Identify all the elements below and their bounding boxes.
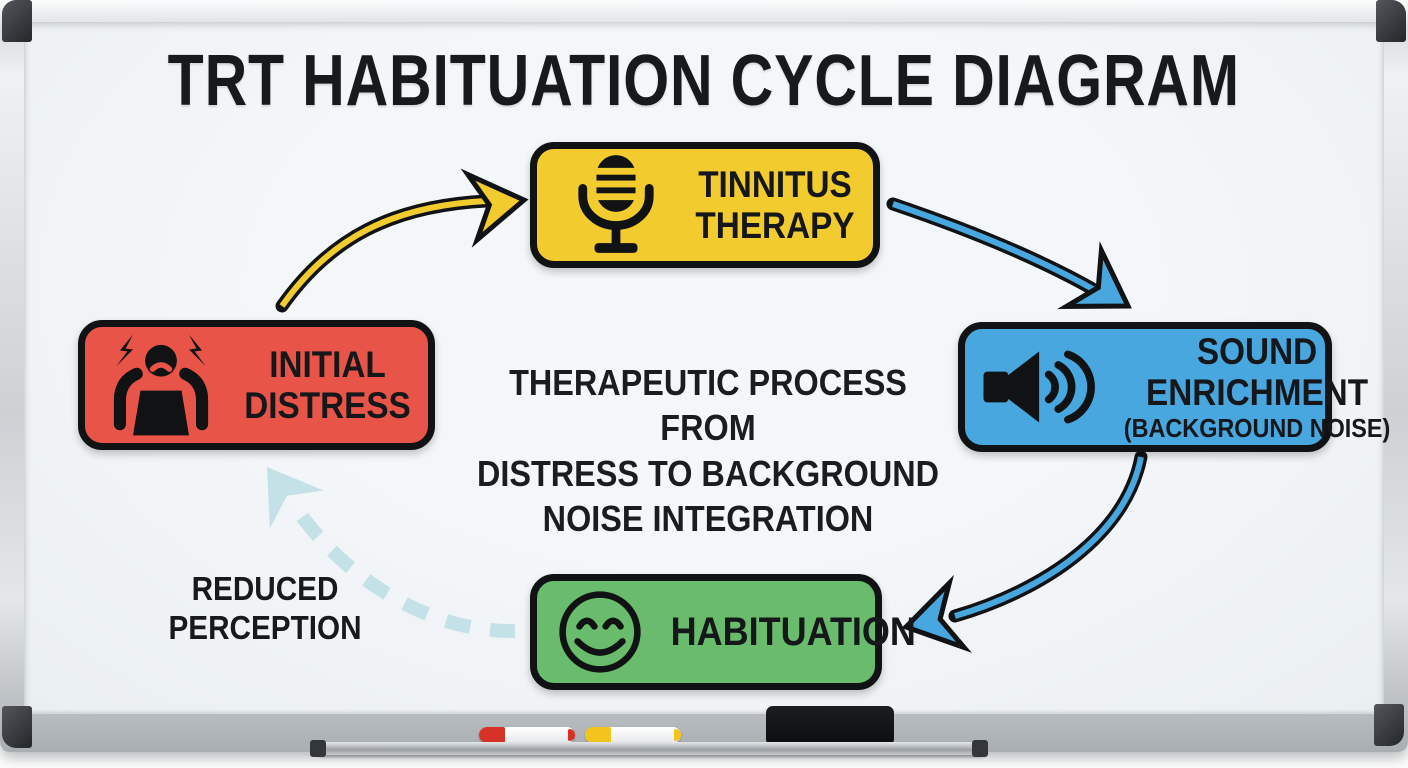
whiteboard-eraser — [766, 706, 894, 746]
node-label: HABITUATION — [670, 609, 916, 654]
tray-end-cap — [310, 740, 326, 757]
node-sound-enrichment: SOUND ENRICHMENT (BACKGROUND NOISE) — [958, 322, 1390, 452]
page-title: TRT HABITUATION CYCLE DIAGRAM — [167, 41, 1241, 121]
node-tinnitus-therapy: TINNITUS THERAPY — [530, 142, 880, 268]
frame-corner-cap — [1374, 704, 1404, 746]
marker-tip — [568, 729, 575, 741]
node-habituation: HABITUATION — [530, 574, 916, 690]
center-note-line: DISTRESS TO BACKGROUND — [476, 452, 940, 494]
node-label: TINNITUS THERAPY — [695, 163, 855, 246]
center-note-line: NOISE INTEGRATION — [542, 498, 874, 540]
node-label: SOUND ENRICHMENT (BACKGROUND NOISE) — [1123, 331, 1391, 443]
speaker-icon — [983, 350, 1095, 424]
microphone-icon — [578, 155, 654, 253]
marker-tray-rail — [316, 742, 986, 755]
node-initial-distress: INITIAL DISTRESS — [78, 320, 435, 450]
yellow-marker — [585, 727, 681, 743]
marker-cap — [479, 727, 505, 743]
center-note: THERAPEUTIC PROCESS FROM DISTRESS TO BAC… — [448, 360, 968, 541]
node-label: INITIAL DISTRESS — [244, 343, 411, 426]
frame-corner-cap — [1376, 0, 1406, 42]
frame-corner-cap — [2, 706, 32, 748]
marker-cap — [585, 727, 611, 743]
center-note-line: THERAPEUTIC PROCESS FROM — [509, 362, 907, 449]
reduced-perception-label: REDUCED PERCEPTION — [168, 570, 362, 646]
marker-tip — [674, 729, 681, 741]
distressed-person-icon — [113, 334, 209, 436]
frame-corner-cap — [2, 0, 32, 42]
tray-end-cap — [972, 740, 988, 757]
red-marker — [479, 727, 575, 743]
smiley-face-icon — [559, 591, 641, 673]
